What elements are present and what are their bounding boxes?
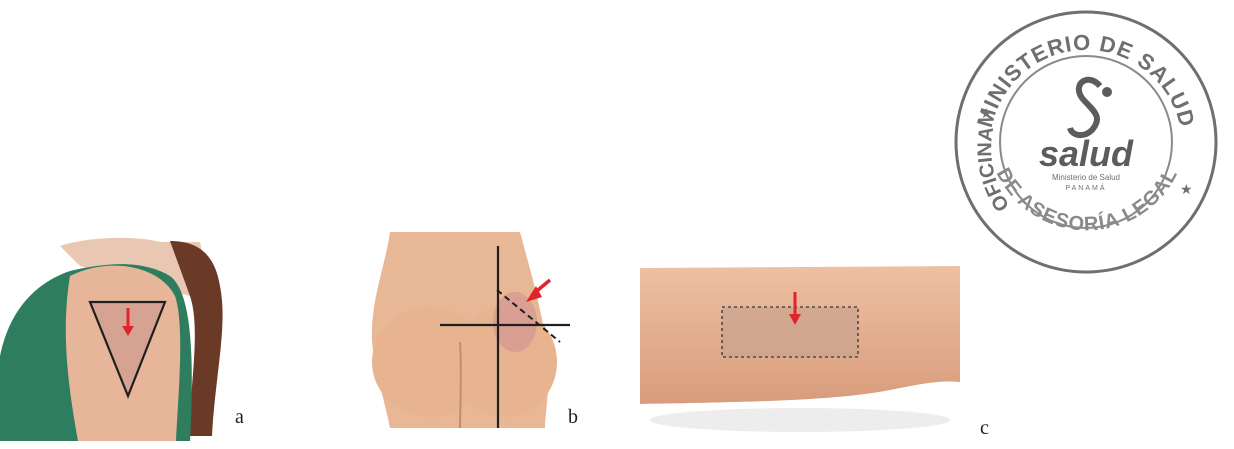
seal-logo-word: salud <box>1039 133 1134 174</box>
seal-graphic: MINISTERIO DE SALUD OFICINA DE ASESORÍA … <box>950 6 1222 278</box>
ministry-seal-stamp: MINISTERIO DE SALUD OFICINA DE ASESORÍA … <box>950 6 1222 278</box>
figure-label-b: b <box>568 406 578 429</box>
forearm-illustration <box>640 262 965 447</box>
svg-text:★: ★ <box>980 107 993 122</box>
seal-logo-subtext: Ministerio de Salud <box>1052 173 1120 182</box>
figure-a-deltoid <box>0 236 230 446</box>
figure-label-c: c <box>980 417 989 440</box>
gluteal-injection-zone <box>493 292 537 352</box>
svg-text:★: ★ <box>1180 183 1193 198</box>
figure-c-forearm <box>640 262 965 447</box>
seal-logo-country: PANAMÁ <box>1065 183 1106 192</box>
figure-label-a: a <box>235 406 244 429</box>
deltoid-illustration <box>0 236 230 446</box>
salud-logo: salud Ministerio de Salud PANAMÁ <box>1039 80 1134 192</box>
gluteal-illustration <box>360 232 575 428</box>
figure-b-gluteal <box>360 232 575 428</box>
